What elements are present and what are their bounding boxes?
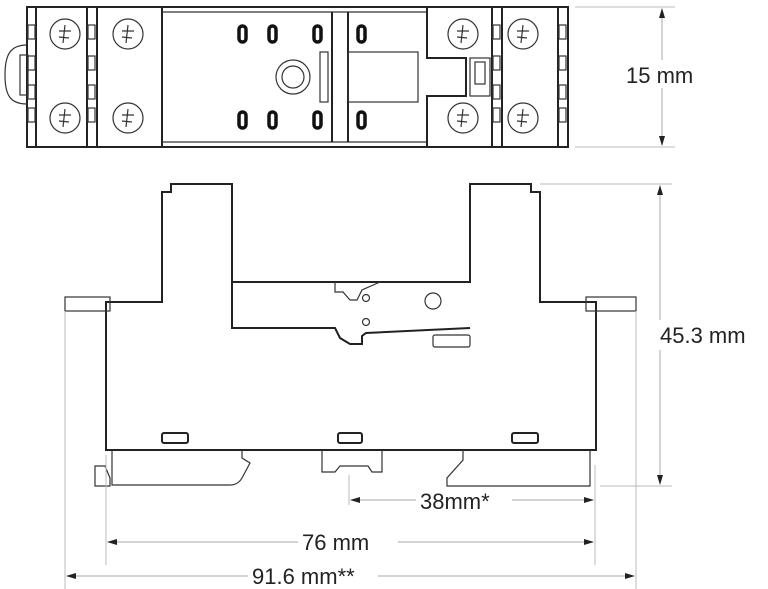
screw-icons bbox=[49, 18, 539, 134]
slot-windows bbox=[161, 432, 539, 444]
dimension-label-76mm: 76 mm bbox=[302, 530, 369, 555]
dimension-15mm: 15 mm bbox=[575, 6, 714, 148]
dimension-91-6mm: 91.6 mm** bbox=[66, 562, 635, 589]
side-view bbox=[64, 183, 637, 589]
dimension-label-38mm: 38mm* bbox=[420, 489, 490, 514]
din-clip bbox=[4, 44, 28, 105]
dimension-76mm: 76 mm bbox=[105, 455, 594, 565]
dimension-label-45-3mm: 45.3 mm bbox=[660, 323, 746, 348]
dimension-label-15mm: 15 mm bbox=[626, 63, 693, 88]
top-view bbox=[4, 6, 569, 148]
dimension-45-3mm: 45.3 mm bbox=[540, 183, 768, 487]
pin-slots bbox=[237, 24, 367, 130]
dimension-38mm: 38mm* bbox=[348, 465, 596, 565]
dimension-label-91-6mm: 91.6 mm** bbox=[252, 564, 355, 589]
